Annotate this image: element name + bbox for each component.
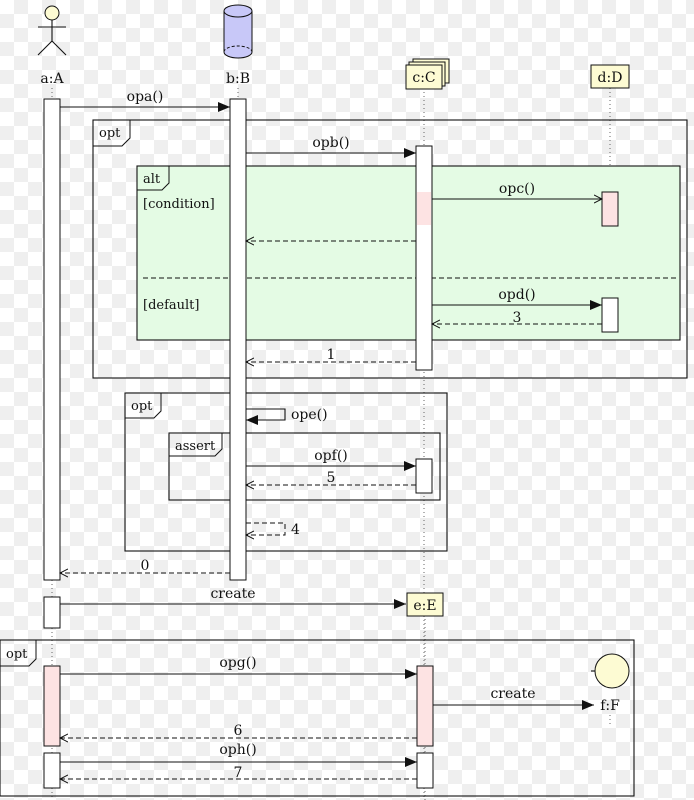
- message-create-e[interactable]: create: [60, 586, 406, 609]
- frame-label: assert: [175, 439, 216, 454]
- activation-a-1: [43, 98, 61, 581]
- participant-label: a:A: [40, 71, 64, 87]
- activation-c-highlight: [417, 192, 431, 225]
- message-return-5[interactable]: 5: [246, 470, 416, 486]
- activation-a-2: [43, 596, 61, 629]
- message-label: 5: [327, 470, 336, 486]
- message-create-f[interactable]: create: [433, 686, 594, 710]
- participant-e[interactable]: e:E: [406, 592, 444, 617]
- participant-label: f:F: [600, 698, 620, 714]
- message-label: opg(): [219, 655, 256, 671]
- message-return-7[interactable]: 7: [60, 765, 417, 781]
- activation-e-2: [416, 752, 434, 789]
- participant-d[interactable]: d:D: [590, 64, 630, 89]
- frame-opt-3: opt: [0, 639, 635, 797]
- message-opg[interactable]: opg(): [60, 655, 417, 679]
- message-return-4-self[interactable]: 4: [246, 522, 300, 538]
- activations: [43, 98, 619, 789]
- message-return-1[interactable]: 1: [246, 347, 416, 363]
- message-label: 6: [234, 723, 243, 739]
- activation-c-2: [415, 458, 433, 494]
- message-label: 4: [291, 522, 300, 538]
- message-label: 0: [141, 558, 150, 574]
- message-label: opf(): [314, 448, 348, 464]
- participant-label: e:E: [413, 598, 436, 614]
- participant-c[interactable]: c:C: [405, 58, 450, 90]
- activation-a-4: [43, 752, 61, 789]
- frame-label: opt: [6, 647, 28, 662]
- message-ope-self[interactable]: ope(): [246, 407, 328, 425]
- database-icon: [223, 4, 253, 59]
- frame-opt-1: opt: [92, 119, 688, 379]
- message-label: create: [210, 586, 255, 602]
- participant-a[interactable]: a:A: [37, 5, 67, 87]
- message-label: oph(): [219, 742, 256, 758]
- message-label: 3: [513, 310, 522, 326]
- message-opd[interactable]: opd(): [432, 287, 602, 310]
- participant-b[interactable]: b:B: [223, 4, 253, 87]
- message-label: create: [490, 686, 535, 702]
- message-label: opc(): [499, 181, 535, 197]
- frame-alt: alt [condition] [default]: [136, 165, 681, 341]
- message-return-0[interactable]: 0: [60, 558, 230, 574]
- activation-d-2: [601, 297, 619, 333]
- message-label: 7: [234, 765, 243, 781]
- activation-b-1: [229, 98, 247, 581]
- frame-label: opt: [131, 399, 153, 414]
- message-label: opa(): [127, 89, 164, 105]
- message-label: 1: [327, 347, 336, 363]
- actor-icon: [37, 5, 67, 56]
- message-opb[interactable]: opb(): [246, 135, 416, 158]
- participant-f[interactable]: f:F: [591, 653, 630, 714]
- activation-a-3: [43, 665, 61, 747]
- participant-label: c:C: [412, 70, 435, 86]
- message-opc[interactable]: opc(): [432, 181, 602, 199]
- message-opa[interactable]: opa(): [60, 89, 230, 112]
- guard-default: [default]: [143, 298, 199, 313]
- message-label: ope(): [291, 407, 328, 423]
- message-oph[interactable]: oph(): [60, 742, 417, 767]
- message-opf[interactable]: opf(): [246, 448, 416, 471]
- activation-c-1: [415, 145, 433, 371]
- participant-label: b:B: [226, 71, 250, 87]
- participant-label: d:D: [598, 70, 623, 86]
- message-label: opd(): [498, 287, 535, 303]
- boundary-icon: [591, 653, 630, 689]
- frame-opt-2: opt: [124, 392, 448, 552]
- message-return-3[interactable]: 3: [432, 310, 602, 326]
- activation-d-1: [601, 191, 619, 227]
- frame-assert: assert: [168, 432, 441, 501]
- frame-label: alt: [143, 172, 161, 187]
- message-label: opb(): [312, 135, 349, 151]
- guard-condition: [condition]: [143, 197, 215, 212]
- frame-label: opt: [99, 126, 121, 141]
- message-return-6[interactable]: 6: [60, 723, 417, 739]
- activation-e-1: [416, 665, 434, 747]
